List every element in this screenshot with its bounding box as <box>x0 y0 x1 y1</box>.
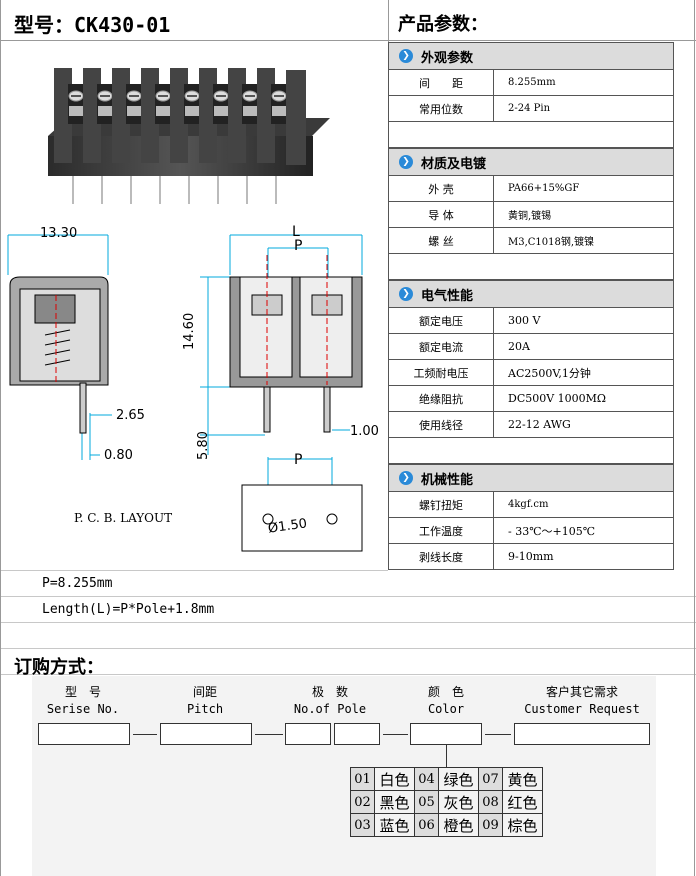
dim-p-pcb: P <box>294 452 303 468</box>
technical-drawing <box>7 234 363 552</box>
section-material: ❯材质及电镀 <box>389 148 673 176</box>
frame-line <box>0 622 696 623</box>
frame-line <box>694 0 695 876</box>
note-pitch: P=8.255mm <box>42 576 113 591</box>
dim-pin-length: 5.80 <box>196 431 211 460</box>
section-appearance: ❯外观参数 <box>389 42 673 70</box>
bullet-icon: ❯ <box>399 471 413 485</box>
order-panel <box>32 676 656 876</box>
spec-row: 工作温度- 33℃～+105℃ <box>389 518 673 544</box>
frame-line <box>0 40 696 41</box>
bullet-icon: ❯ <box>399 287 413 301</box>
connector <box>446 745 447 767</box>
dim-width: 13.30 <box>40 226 78 241</box>
note-length: Length(L)=P*Pole+1.8mm <box>42 602 215 617</box>
color-box <box>410 723 482 745</box>
series-box <box>38 723 130 745</box>
params-title: 产品参数： <box>398 14 488 35</box>
dim-1-00: 1.00 <box>350 424 379 439</box>
pole-box-1 <box>285 723 331 745</box>
pitch-box <box>160 723 252 745</box>
pcb-layout-label: P. C. B. LAYOUT <box>74 511 173 525</box>
separator <box>133 734 157 735</box>
frame-line <box>0 0 1 876</box>
customer-box <box>514 723 650 745</box>
section-mechanical: ❯机械性能 <box>389 464 673 492</box>
section-electrical: ❯电气性能 <box>389 280 673 308</box>
separator <box>383 734 408 735</box>
separator <box>255 734 283 735</box>
pole-box-2 <box>334 723 380 745</box>
dim-2-65: 2.65 <box>116 408 145 423</box>
bullet-icon: ❯ <box>399 155 413 169</box>
frame-line <box>0 648 696 649</box>
dim-height: 14.60 <box>182 312 197 350</box>
product-image <box>48 67 330 205</box>
spec-row: 导 体黄铜,镀锡 <box>389 202 673 228</box>
dim-p: P <box>294 238 303 254</box>
separator <box>485 734 511 735</box>
dim-0-80: 0.80 <box>104 448 133 463</box>
model-title: 型号：CK430-01 <box>14 13 171 37</box>
frame-line <box>0 596 696 597</box>
order-title: 订购方式： <box>14 657 104 678</box>
bullet-icon: ❯ <box>399 49 413 63</box>
frame-line <box>0 674 696 675</box>
frame-line <box>0 570 388 571</box>
dim-l: L <box>292 224 300 240</box>
